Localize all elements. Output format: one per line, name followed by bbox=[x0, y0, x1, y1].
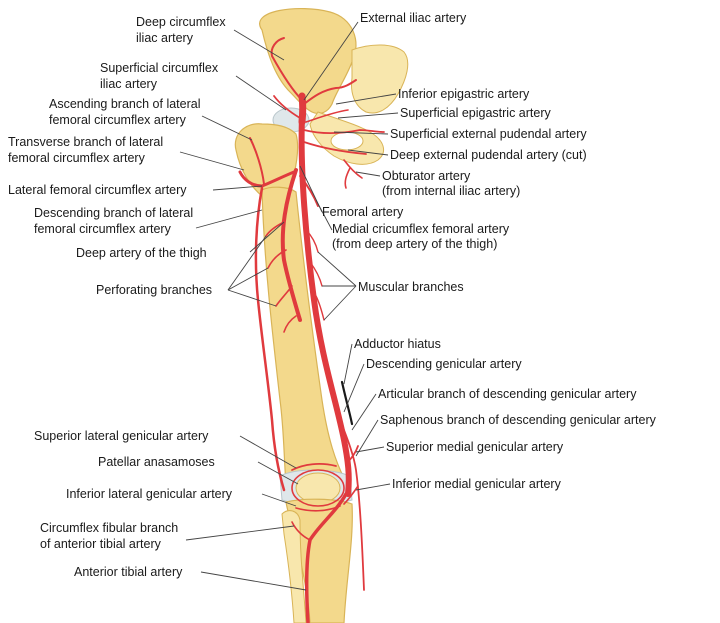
leader-lines bbox=[179, 21, 399, 591]
label-transverse-branch-2: femoral circumflex artery bbox=[8, 151, 146, 165]
patella bbox=[295, 472, 341, 504]
labels: Deep circumflex iliac artery External il… bbox=[8, 11, 657, 579]
label-anterior-tibial: Anterior tibial artery bbox=[74, 565, 183, 579]
label-descending-genicular: Descending genicular artery bbox=[366, 357, 522, 371]
muscular-vessels bbox=[305, 229, 325, 321]
label-circumflex-fibular-1: Circumflex fibular branch bbox=[40, 521, 178, 535]
label-transverse-branch-1: Transverse branch of lateral bbox=[8, 135, 163, 149]
label-medial-circumflex-1: Medial cricumflex femoral artery bbox=[332, 222, 510, 236]
circumflex-fibular-vessel bbox=[291, 521, 311, 541]
hip-bone bbox=[259, 7, 357, 115]
perforating-vessels bbox=[265, 221, 297, 333]
label-deep-circumflex-1: Deep circumflex bbox=[136, 15, 226, 29]
fibula bbox=[281, 510, 307, 623]
label-superficial-circumflex-2: iliac artery bbox=[100, 77, 158, 91]
label-muscular: Muscular branches bbox=[358, 280, 464, 294]
descending-branch-vessel bbox=[254, 186, 286, 492]
femoral-artery-vessel bbox=[298, 115, 352, 497]
label-obturator-1: Obturator artery bbox=[382, 169, 471, 183]
superficial-epigastric-vessel bbox=[305, 109, 349, 123]
inferior-epigastric-vessel bbox=[303, 79, 357, 105]
obturator-vessel bbox=[343, 159, 363, 189]
label-inferior-medial-genicular: Inferior medial genicular artery bbox=[392, 477, 562, 491]
superior-medial-genicular-vessel bbox=[345, 445, 359, 465]
superficial-circumflex-vessel bbox=[273, 95, 301, 119]
medial-circumflex-vessel bbox=[299, 175, 319, 207]
label-circumflex-fibular-2: of anterior tibial artery bbox=[40, 537, 162, 551]
label-deep-circumflex-2: iliac artery bbox=[136, 31, 194, 45]
label-inferior-epigastric: Inferior epigastric artery bbox=[398, 87, 530, 101]
label-ascending-branch-1: Ascending branch of lateral bbox=[49, 97, 200, 111]
label-inferior-lateral-genicular: Inferior lateral genicular artery bbox=[66, 487, 233, 501]
adductor-hiatus-mark bbox=[340, 380, 354, 426]
label-descending-branch-2: femoral circumflex artery bbox=[34, 222, 172, 236]
sacrum bbox=[351, 44, 409, 114]
deep-pudendal-vessel bbox=[303, 141, 367, 155]
label-ascending-branch-2: femoral circumflex artery bbox=[49, 113, 187, 127]
obturator-foramen bbox=[330, 131, 364, 151]
label-superior-lateral-genicular: Superior lateral genicular artery bbox=[34, 429, 209, 443]
label-adductor-hiatus: Adductor hiatus bbox=[354, 337, 441, 351]
label-superficial-circumflex-1: Superficial circumflex bbox=[100, 61, 219, 75]
label-saphenous-branch: Saphenous branch of descending genicular… bbox=[380, 413, 657, 427]
label-obturator-2: (from internal iliac artery) bbox=[382, 184, 520, 198]
ascending-branch-vessel bbox=[249, 137, 265, 185]
superficial-pudendal-vessel bbox=[303, 129, 385, 134]
deep-artery-vessel bbox=[280, 168, 302, 322]
label-deep-artery-thigh: Deep artery of the thigh bbox=[76, 246, 207, 260]
label-descending-branch-1: Descending branch of lateral bbox=[34, 206, 193, 220]
label-superficial-external-pudendal: Superficial external pudendal artery bbox=[390, 127, 587, 141]
label-medial-circumflex-2: (from deep artery of the thigh) bbox=[332, 237, 497, 251]
patellar-anastomoses-vessel bbox=[291, 469, 345, 507]
label-superficial-epigastric: Superficial epigastric artery bbox=[400, 106, 552, 120]
label-patellar-anastomoses: Patellar anasamoses bbox=[98, 455, 215, 469]
label-perforating: Perforating branches bbox=[96, 283, 212, 297]
bones bbox=[234, 7, 409, 623]
descending-genicular-vessel bbox=[339, 419, 365, 591]
label-articular-branch: Articular branch of descending genicular… bbox=[378, 387, 637, 401]
label-deep-external-pudendal: Deep external pudendal artery (cut) bbox=[390, 148, 587, 162]
label-femoral: Femoral artery bbox=[322, 205, 404, 219]
superior-lateral-genicular-vessel bbox=[291, 463, 337, 471]
label-superior-medial-genicular: Superior medial genicular artery bbox=[386, 440, 564, 454]
label-external-iliac: External iliac artery bbox=[360, 11, 467, 25]
deep-circumflex-vessel bbox=[270, 37, 303, 101]
label-lateral-femoral-circumflex: Lateral femoral circumflex artery bbox=[8, 183, 187, 197]
inferior-genicular-vessels bbox=[295, 485, 359, 512]
